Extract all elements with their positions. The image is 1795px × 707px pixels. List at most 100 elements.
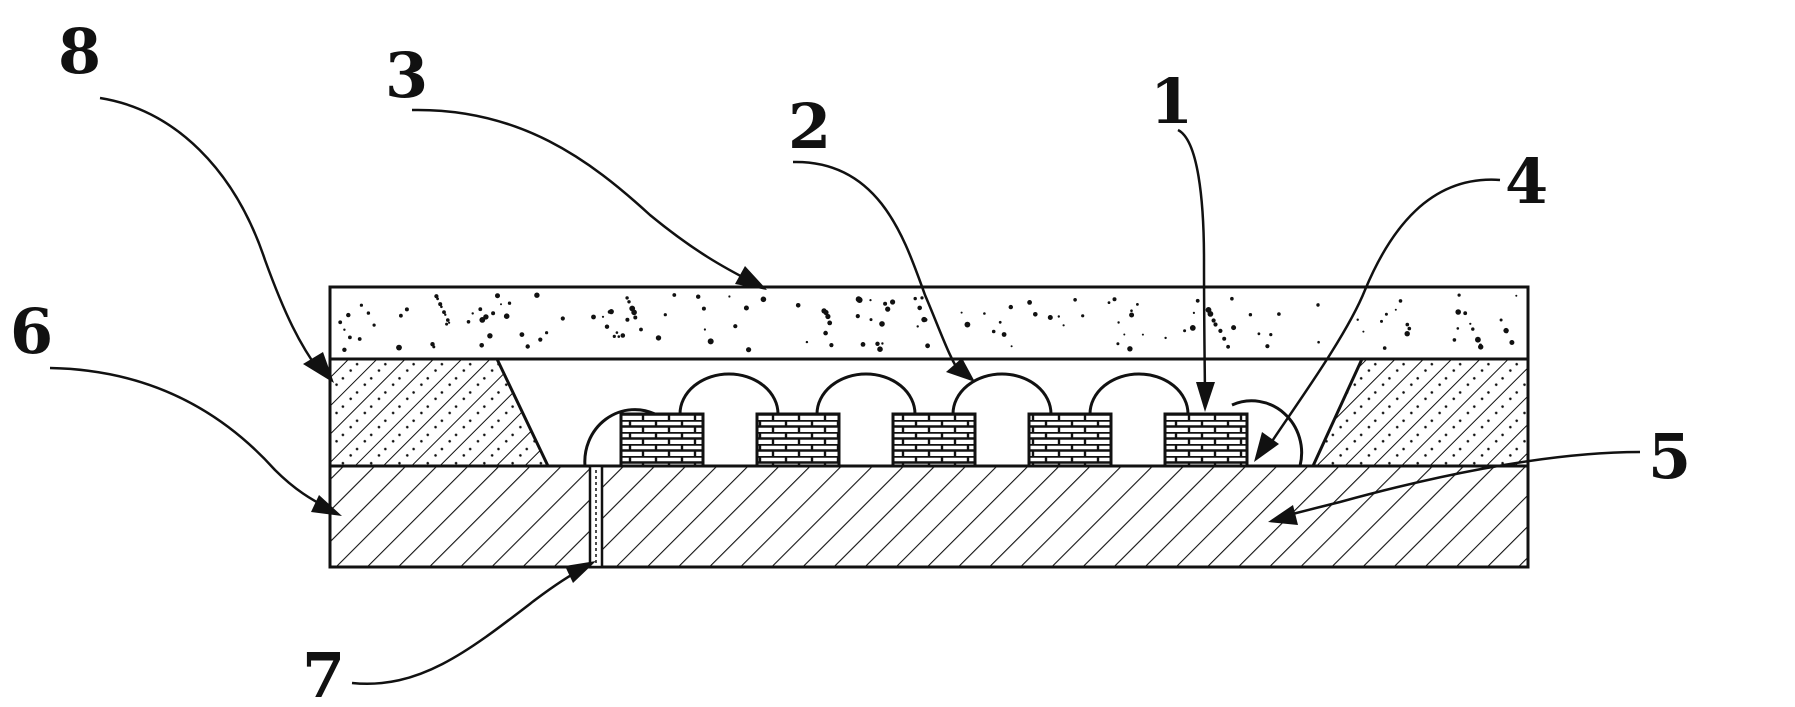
- speckle-dot: [627, 300, 631, 304]
- leader-7: [351, 566, 585, 686]
- speckle-dot: [1008, 304, 1013, 310]
- speckle-dot: [525, 344, 530, 349]
- callout-6: 6: [10, 295, 53, 368]
- speckle-dot: [1027, 300, 1032, 305]
- speckle-dot: [343, 328, 346, 331]
- speckle-dot: [434, 294, 439, 299]
- speckle-dot: [1231, 325, 1237, 331]
- callout-3: 3: [385, 39, 428, 112]
- speckle-dot: [438, 302, 443, 307]
- speckle-dot: [998, 320, 1002, 324]
- callout-7: 7: [302, 639, 345, 707]
- speckle-dot: [823, 330, 828, 336]
- speckle-dot: [1192, 311, 1195, 314]
- speckle-dot: [359, 303, 363, 307]
- speckle-dot: [1141, 333, 1144, 336]
- leader-4: [1263, 178, 1501, 453]
- speckle-dot: [348, 335, 352, 340]
- speckle-dot: [483, 314, 489, 320]
- speckle-dot: [1211, 318, 1216, 323]
- callout-1: 1: [1150, 65, 1193, 138]
- leader-5: [1284, 450, 1641, 518]
- speckle-dot: [1057, 315, 1061, 318]
- speckle-dot: [805, 340, 809, 344]
- speckle-dot: [701, 306, 706, 311]
- speckle-dot: [925, 343, 930, 349]
- speckle-dot: [655, 335, 662, 341]
- speckle-dot: [1123, 333, 1126, 336]
- speckle-dot: [913, 296, 917, 301]
- speckle-dot: [728, 295, 731, 298]
- speckle-dot: [1499, 318, 1503, 322]
- speckle-dot: [1457, 293, 1461, 297]
- speckle-dot: [875, 341, 880, 346]
- speckle-dot: [855, 314, 860, 319]
- speckle-dot: [877, 346, 883, 353]
- speckle-dot: [633, 315, 638, 320]
- speckle-dot: [964, 321, 971, 328]
- speckle-dot: [1129, 312, 1135, 318]
- speckle-dot: [466, 320, 471, 324]
- speckle-dot: [1218, 328, 1223, 333]
- speckle-dot: [917, 305, 922, 311]
- speckle-dot: [442, 310, 446, 314]
- speckle-dot: [538, 337, 543, 342]
- speckle-dot: [612, 334, 616, 338]
- speckle-dot: [639, 327, 643, 332]
- speckle-dot: [869, 299, 872, 302]
- speckle-dot: [1033, 312, 1038, 317]
- speckle-dot: [471, 312, 474, 315]
- speckle-dot: [983, 312, 986, 315]
- speckle-dot: [823, 309, 829, 316]
- speckle-dot: [507, 301, 512, 305]
- speckle-dot: [1222, 336, 1227, 341]
- speckle-dot: [1515, 294, 1518, 297]
- speckle-dot: [1382, 346, 1387, 350]
- speckle-dot: [890, 299, 896, 305]
- top-cover-layer: [328, 285, 1530, 361]
- speckle-dot: [396, 344, 402, 351]
- speckle-dot: [703, 328, 707, 331]
- speckle-dot: [1226, 344, 1230, 349]
- speckle-dot: [1117, 321, 1120, 324]
- speckle-dot: [495, 293, 500, 299]
- callout-4: 4: [1505, 145, 1548, 218]
- speckle-dot: [869, 318, 873, 322]
- speckle-texture: [338, 292, 1518, 353]
- speckle-dot: [446, 318, 450, 322]
- speckle-dot: [923, 317, 928, 322]
- speckle-dot: [1195, 298, 1200, 303]
- speckle-dot: [743, 305, 749, 311]
- speckle-dot: [707, 338, 714, 345]
- leader-1: [1177, 128, 1207, 401]
- speckle-dot: [1362, 330, 1365, 333]
- speckle-dot: [500, 303, 502, 306]
- speckle-dot: [534, 292, 540, 298]
- speckle-dot: [478, 307, 483, 312]
- speckle-dot: [1505, 330, 1509, 334]
- speckle-dot: [1479, 343, 1482, 347]
- speckle-dot: [1183, 329, 1187, 333]
- speckle-dot: [1081, 314, 1085, 318]
- side-dams: [328, 357, 1530, 468]
- speckle-dot: [432, 345, 436, 349]
- speckle-dot: [1248, 313, 1253, 317]
- speckle-dot: [827, 320, 833, 326]
- speckle-dot: [881, 342, 884, 345]
- speckle-dot: [1107, 301, 1111, 304]
- speckle-dot: [1207, 311, 1214, 317]
- speckle-dot: [1073, 298, 1077, 302]
- substrate: [328, 464, 1530, 569]
- speckle-dot: [487, 333, 493, 339]
- speckle-dot: [920, 296, 924, 300]
- callout-8: 8: [58, 15, 101, 88]
- speckle-dot: [625, 296, 629, 300]
- speckle-dot: [448, 321, 451, 324]
- speckle-dot: [1452, 338, 1457, 342]
- led-chip: [619, 412, 705, 468]
- speckle-dot: [1213, 322, 1218, 327]
- speckle-dot: [399, 313, 403, 318]
- speckle-dot: [1127, 346, 1133, 352]
- speckle-dot: [1269, 333, 1273, 337]
- speckle-dot: [1062, 324, 1065, 327]
